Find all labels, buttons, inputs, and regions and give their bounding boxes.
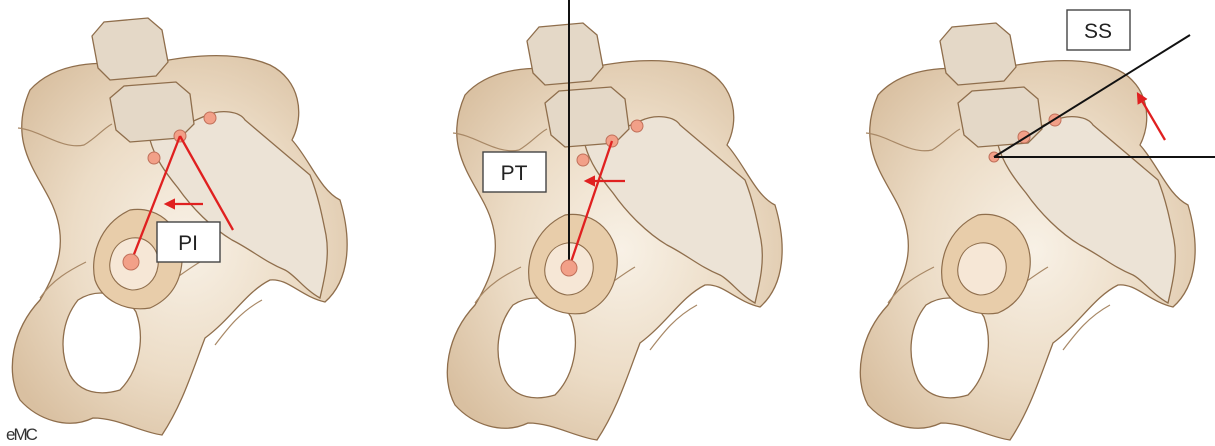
pelvis-illustration — [447, 23, 782, 440]
pt-label: PT — [501, 162, 528, 185]
pelvis-illustration — [860, 23, 1195, 440]
femoral-head-center-dot — [123, 254, 139, 270]
femoral-head-center-dot — [561, 260, 577, 276]
ss-label-box: SS — [1067, 10, 1130, 50]
publisher-logo: eMC — [6, 425, 38, 444]
pi-label-box: PI — [157, 222, 220, 262]
pt-label-box: PT — [483, 152, 546, 192]
sacral-plate-dot-left — [148, 152, 160, 164]
panel-sacral-slope: SS — [860, 10, 1215, 440]
panel-pelvic-incidence: PI eMC — [6, 18, 347, 444]
ss-label: SS — [1084, 20, 1112, 43]
pi-label: PI — [178, 232, 198, 255]
sacral-plate-dot-right — [204, 112, 216, 124]
sacral-plate-dot-right — [631, 120, 643, 132]
sacral-plate-dot-left — [577, 154, 589, 166]
panel-pelvic-tilt: PT — [447, 0, 782, 440]
